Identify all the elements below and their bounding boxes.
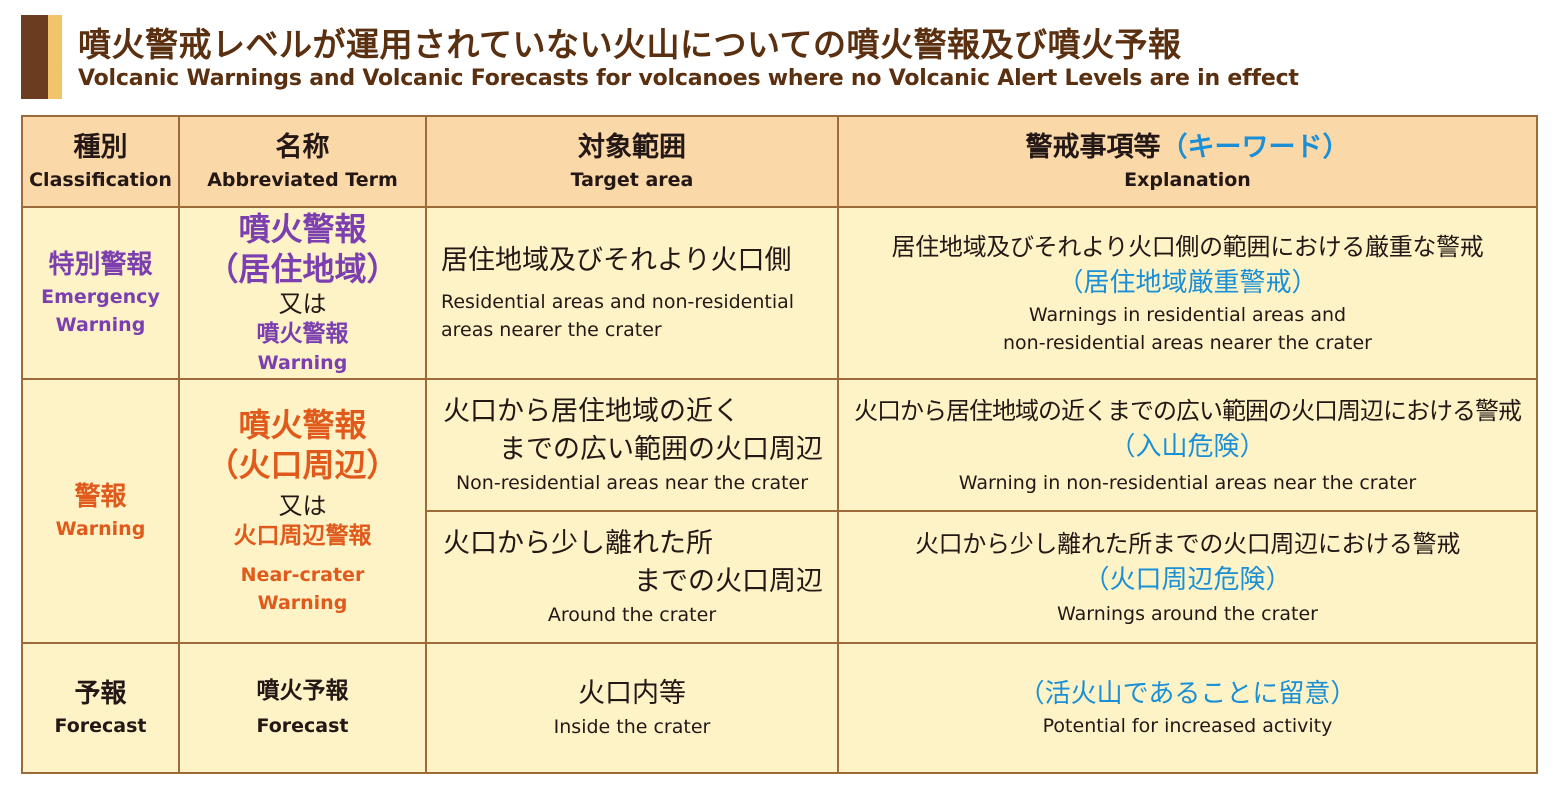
table-row-emergency: 特別警報 Emergency Warning 噴火警報 （居住地域） 又は 噴火… — [21, 206, 1538, 380]
area-warning-a-jp-2: までの広い範囲の火口周辺 — [499, 434, 823, 465]
cell-class-forecast: 予報 Forecast — [21, 642, 180, 774]
area-emergency-en-1: Residential areas and non-residential — [441, 291, 795, 313]
area-warning-a-jp-1: 火口から居住地域の近く — [443, 396, 740, 427]
exp-warning-a-jp: 火口から居住地域の近くまでの広い範囲の火口周辺における警戒 — [854, 397, 1522, 425]
cell-term-forecast: 噴火予報 Forecast — [178, 642, 427, 774]
header-area: 対象範囲 Target area — [425, 115, 839, 208]
table-row-warning-a: 警報 Warning 噴火警報 （火口周辺） 又は 火口周辺警報 Near-cr… — [21, 378, 1538, 644]
table-row-forecast: 予報 Forecast 噴火予報 Forecast 火口内等 Inside th… — [21, 642, 1538, 774]
cell-area-emergency: 居住地域及びそれより火口側 Residential areas and non-… — [425, 206, 839, 380]
term-emergency-3: 噴火警報 — [256, 321, 349, 347]
header-accent-bar-yellow — [48, 15, 62, 99]
term-emergency-en: Warning — [257, 352, 348, 374]
cell-area-warning-b: 火口から少し離れた所 までの火口周辺 Around the crater — [425, 510, 839, 644]
area-forecast-en: Inside the crater — [553, 716, 711, 738]
header-explanation-en: Explanation — [1124, 168, 1251, 191]
class-emergency-en-2: Warning — [55, 314, 146, 336]
cell-area-forecast: 火口内等 Inside the crater — [425, 642, 839, 774]
cell-term-emergency: 噴火警報 （居住地域） 又は 噴火警報 Warning — [178, 206, 427, 380]
cell-class-emergency: 特別警報 Emergency Warning — [21, 206, 180, 380]
header-term-jp: 名称 — [275, 131, 330, 163]
class-forecast-jp: 予報 — [74, 679, 127, 709]
class-warning-en: Warning — [55, 518, 146, 540]
class-forecast-en: Forecast — [54, 715, 147, 737]
class-warning-jp: 警報 — [74, 482, 127, 512]
term-emergency-2: （居住地域） — [206, 250, 399, 288]
header-classification: 種別 Classification — [21, 115, 180, 208]
term-warning-or: 又は — [278, 492, 327, 520]
term-warning-en-1: Near-crater — [240, 564, 365, 586]
exp-emergency-keyword: （居住地域厳重警戒） — [1057, 268, 1318, 298]
area-emergency-en-2: areas nearer the crater — [441, 319, 662, 341]
term-warning-en-2: Warning — [257, 592, 348, 614]
term-warning-3: 火口周辺警報 — [233, 523, 372, 549]
area-forecast-jp: 火口内等 — [578, 678, 686, 709]
header-explanation: 警戒事項等（キーワード） Explanation — [837, 115, 1538, 208]
cell-term-warning: 噴火警報 （火口周辺） 又は 火口周辺警報 Near-crater Warnin… — [178, 378, 427, 644]
term-emergency-1: 噴火警報 — [238, 210, 367, 248]
page-title-jp: 噴火警戒レベルが運用されていない火山についての噴火警報及び噴火予報 — [78, 25, 1182, 64]
header-area-jp: 対象範囲 — [578, 131, 686, 163]
area-emergency-jp: 居住地域及びそれより火口側 — [441, 245, 792, 276]
area-warning-b-jp-2: までの火口周辺 — [634, 566, 823, 597]
term-warning-1: 噴火警報 — [238, 406, 367, 444]
table-row-warning-b: 火口から少し離れた所 までの火口周辺 Around the crater 火口か… — [22, 510, 1538, 644]
volcanic-warning-table: 種別 Classification 名称 Abbreviated Term 対象… — [21, 115, 1538, 774]
exp-emergency-en-1: Warnings in residential areas and — [1028, 304, 1347, 326]
exp-forecast-keyword: （活火山であることに留意） — [1018, 679, 1357, 709]
header-explanation-keyword: （キーワード） — [1160, 131, 1350, 163]
table-header-row: 種別 Classification 名称 Abbreviated Term 対象… — [21, 115, 1538, 208]
term-forecast-jp: 噴火予報 — [256, 678, 349, 704]
term-emergency-or: 又は — [278, 290, 327, 318]
exp-warning-b-keyword: （火口周辺危険） — [1083, 565, 1292, 595]
exp-warning-a-keyword: （入山危険） — [1109, 432, 1266, 462]
header-term-en: Abbreviated Term — [207, 168, 398, 191]
header-accent-bar-brown — [21, 15, 48, 99]
term-forecast-en: Forecast — [256, 715, 349, 737]
cell-area-warning-a: 火口から居住地域の近く までの広い範囲の火口周辺 Non-residential… — [425, 378, 839, 512]
exp-warning-b-jp: 火口から少し離れた所までの火口周辺における警戒 — [914, 530, 1461, 558]
cell-explanation-emergency: 居住地域及びそれより火口側の範囲における厳重な警戒 （居住地域厳重警戒） War… — [837, 206, 1538, 380]
area-warning-b-en: Around the crater — [547, 604, 717, 626]
exp-emergency-jp: 居住地域及びそれより火口側の範囲における厳重な警戒 — [891, 233, 1484, 261]
term-warning-2: （火口周辺） — [206, 446, 399, 484]
cell-explanation-warning-a: 火口から居住地域の近くまでの広い範囲の火口周辺における警戒 （入山危険） War… — [837, 378, 1538, 512]
class-emergency-jp: 特別警報 — [48, 250, 153, 280]
header-area-en: Target area — [570, 168, 694, 191]
header-term: 名称 Abbreviated Term — [178, 115, 427, 208]
cell-class-warning: 警報 Warning — [21, 378, 180, 644]
exp-warning-a-en: Warning in non-residential areas near th… — [958, 472, 1417, 494]
area-warning-a-en: Non-residential areas near the crater — [455, 472, 809, 494]
exp-emergency-en-2: non-residential areas nearer the crater — [1003, 332, 1372, 354]
cell-explanation-forecast: （活火山であることに留意） Potential for increased ac… — [837, 642, 1538, 774]
exp-forecast-en: Potential for increased activity — [1042, 715, 1333, 737]
area-warning-b-jp-1: 火口から少し離れた所 — [443, 528, 713, 559]
header-explanation-jp: 警戒事項等 — [1025, 131, 1161, 163]
page-title-en: Volcanic Warnings and Volcanic Forecasts… — [78, 66, 1299, 91]
exp-warning-b-en: Warnings around the crater — [1057, 603, 1318, 625]
header-classification-en: Classification — [29, 168, 172, 191]
header-classification-jp: 種別 — [73, 131, 128, 163]
cell-explanation-warning-b: 火口から少し離れた所までの火口周辺における警戒 （火口周辺危険） Warning… — [837, 510, 1538, 644]
class-emergency-en-1: Emergency — [41, 286, 160, 308]
